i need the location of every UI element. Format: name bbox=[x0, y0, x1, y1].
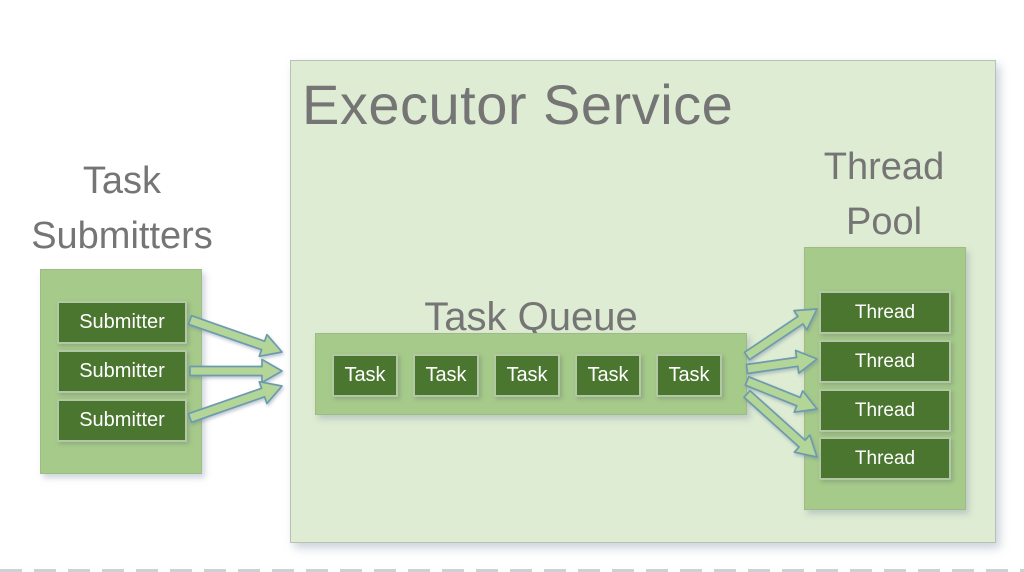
thread-pool-label-line2: Pool bbox=[845, 201, 923, 244]
task-box: Task bbox=[656, 354, 722, 397]
arrow-submitter-1-to-task-queue bbox=[187, 314, 283, 358]
submitter-box: Submitter bbox=[57, 350, 187, 393]
submitter-box-label: Submitter bbox=[79, 409, 165, 431]
thread-pool-group: Thread Thread Thread Thread bbox=[804, 247, 966, 510]
task-submitters-label-line2: Submitters bbox=[31, 215, 213, 258]
submitter-box: Submitter bbox=[57, 399, 187, 442]
task-queue-label: Task Queue bbox=[424, 295, 638, 339]
task-box-label: Task bbox=[506, 364, 548, 386]
thread-box-label: Thread bbox=[854, 399, 916, 421]
submitter-box-label: Submitter bbox=[79, 360, 165, 382]
task-box: Task bbox=[494, 354, 560, 397]
arrow-submitter-3-to-task-queue bbox=[187, 380, 283, 424]
task-box-label: Task bbox=[425, 364, 467, 386]
task-submitters-group: Submitter Submitter Submitter bbox=[40, 269, 202, 474]
task-box: Task bbox=[575, 354, 641, 397]
task-submitters-label-line1: Task bbox=[82, 160, 162, 202]
task-box-label: Task bbox=[668, 364, 710, 386]
executor-service-title: Executor Service bbox=[302, 73, 734, 136]
thread-box-label: Thread bbox=[854, 350, 916, 372]
submitter-box: Submitter bbox=[57, 301, 187, 344]
thread-box-label: Thread bbox=[854, 447, 916, 469]
task-box-label: Task bbox=[344, 364, 386, 386]
task-box: Task bbox=[332, 354, 398, 397]
arrow-submitter-2-to-task-queue bbox=[189, 358, 283, 384]
task-box-label: Task bbox=[587, 364, 629, 386]
thread-box: Thread bbox=[819, 389, 951, 432]
thread-pool-label: Thread Pool bbox=[799, 140, 969, 251]
thread-box: Thread bbox=[819, 291, 951, 334]
submitter-box-label: Submitter bbox=[79, 311, 165, 333]
thread-box-label: Thread bbox=[854, 301, 916, 323]
task-submitters-label: Task Submitters bbox=[0, 154, 244, 265]
task-box: Task bbox=[413, 354, 479, 397]
thread-box: Thread bbox=[819, 340, 951, 383]
thread-pool-label-line1: Thread bbox=[823, 146, 945, 188]
cropped-text-row bbox=[0, 569, 1024, 572]
task-queue-bar: Task Task Task Task Task bbox=[315, 333, 747, 415]
thread-box: Thread bbox=[819, 437, 951, 480]
